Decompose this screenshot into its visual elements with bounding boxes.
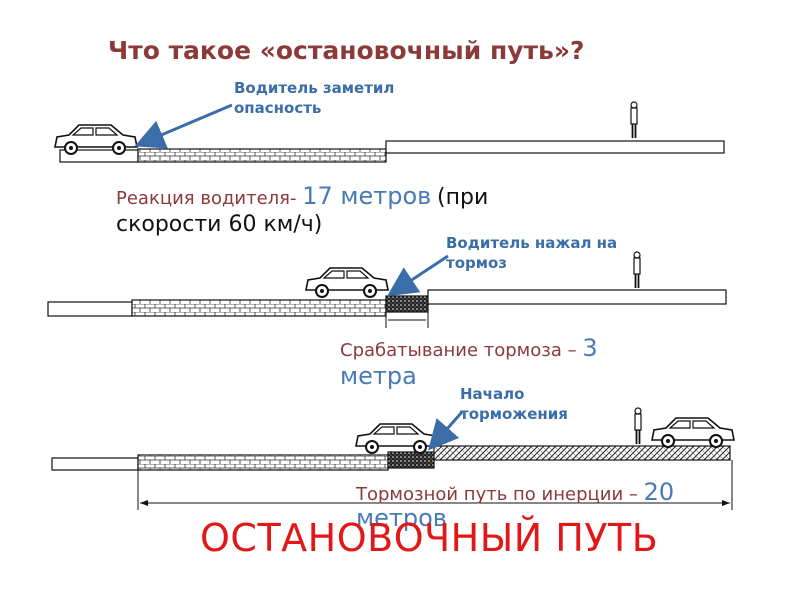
panel-3-pedestrian	[635, 408, 641, 444]
panel-1-label-value: 17 метров	[302, 182, 431, 210]
panel-2-label: Срабатывание тормоза – 3 метра	[340, 334, 660, 390]
panel-1-label-prefix: Реакция водителя-	[116, 188, 296, 209]
panel-2-annotation-line2: тормоз	[446, 253, 617, 273]
panel-1-label: Реакция водителя- 17 метров (при скорост…	[116, 182, 616, 237]
panel-1-label-suffix-1: (при	[437, 185, 488, 210]
panel-2-annotation-line1: Водитель нажал на	[446, 233, 617, 253]
final-caption: ОСТАНОВОЧНЫЙ ПУТЬ	[200, 516, 658, 560]
panel-3-label-value-1: 20	[644, 478, 675, 506]
panel-2-road	[48, 290, 726, 328]
panel-3-label-prefix: Тормозной путь по инерции –	[356, 484, 638, 505]
panel-2-label-value-1: 3	[582, 334, 597, 362]
panel-1-pedestrian	[631, 102, 637, 138]
panel-3-annotation-line2: торможения	[460, 404, 568, 424]
panel-2-annotation: Водитель нажал на тормоз	[446, 233, 617, 273]
panel-3-car-stopped	[652, 418, 734, 447]
panel-1-annotation-line1: Водитель заметил	[234, 78, 394, 98]
panel-3-annotation: Начало торможения	[460, 384, 568, 424]
panel-3-annotation-line1: Начало	[460, 384, 568, 404]
panel-1-annotation: Водитель заметил опасность	[234, 78, 394, 118]
panel-2-arrow	[392, 256, 448, 293]
panel-2-label-prefix: Срабатывание тормоза –	[340, 340, 577, 361]
panel-1-annotation-line2: опасность	[234, 98, 394, 118]
panel-1-road	[60, 141, 724, 162]
panel-2-car	[306, 268, 388, 297]
panel-2-pedestrian	[634, 252, 640, 288]
panel-1-arrow	[140, 105, 232, 144]
panel-3-car-start	[356, 424, 438, 453]
panel-3-arrow	[432, 412, 462, 446]
